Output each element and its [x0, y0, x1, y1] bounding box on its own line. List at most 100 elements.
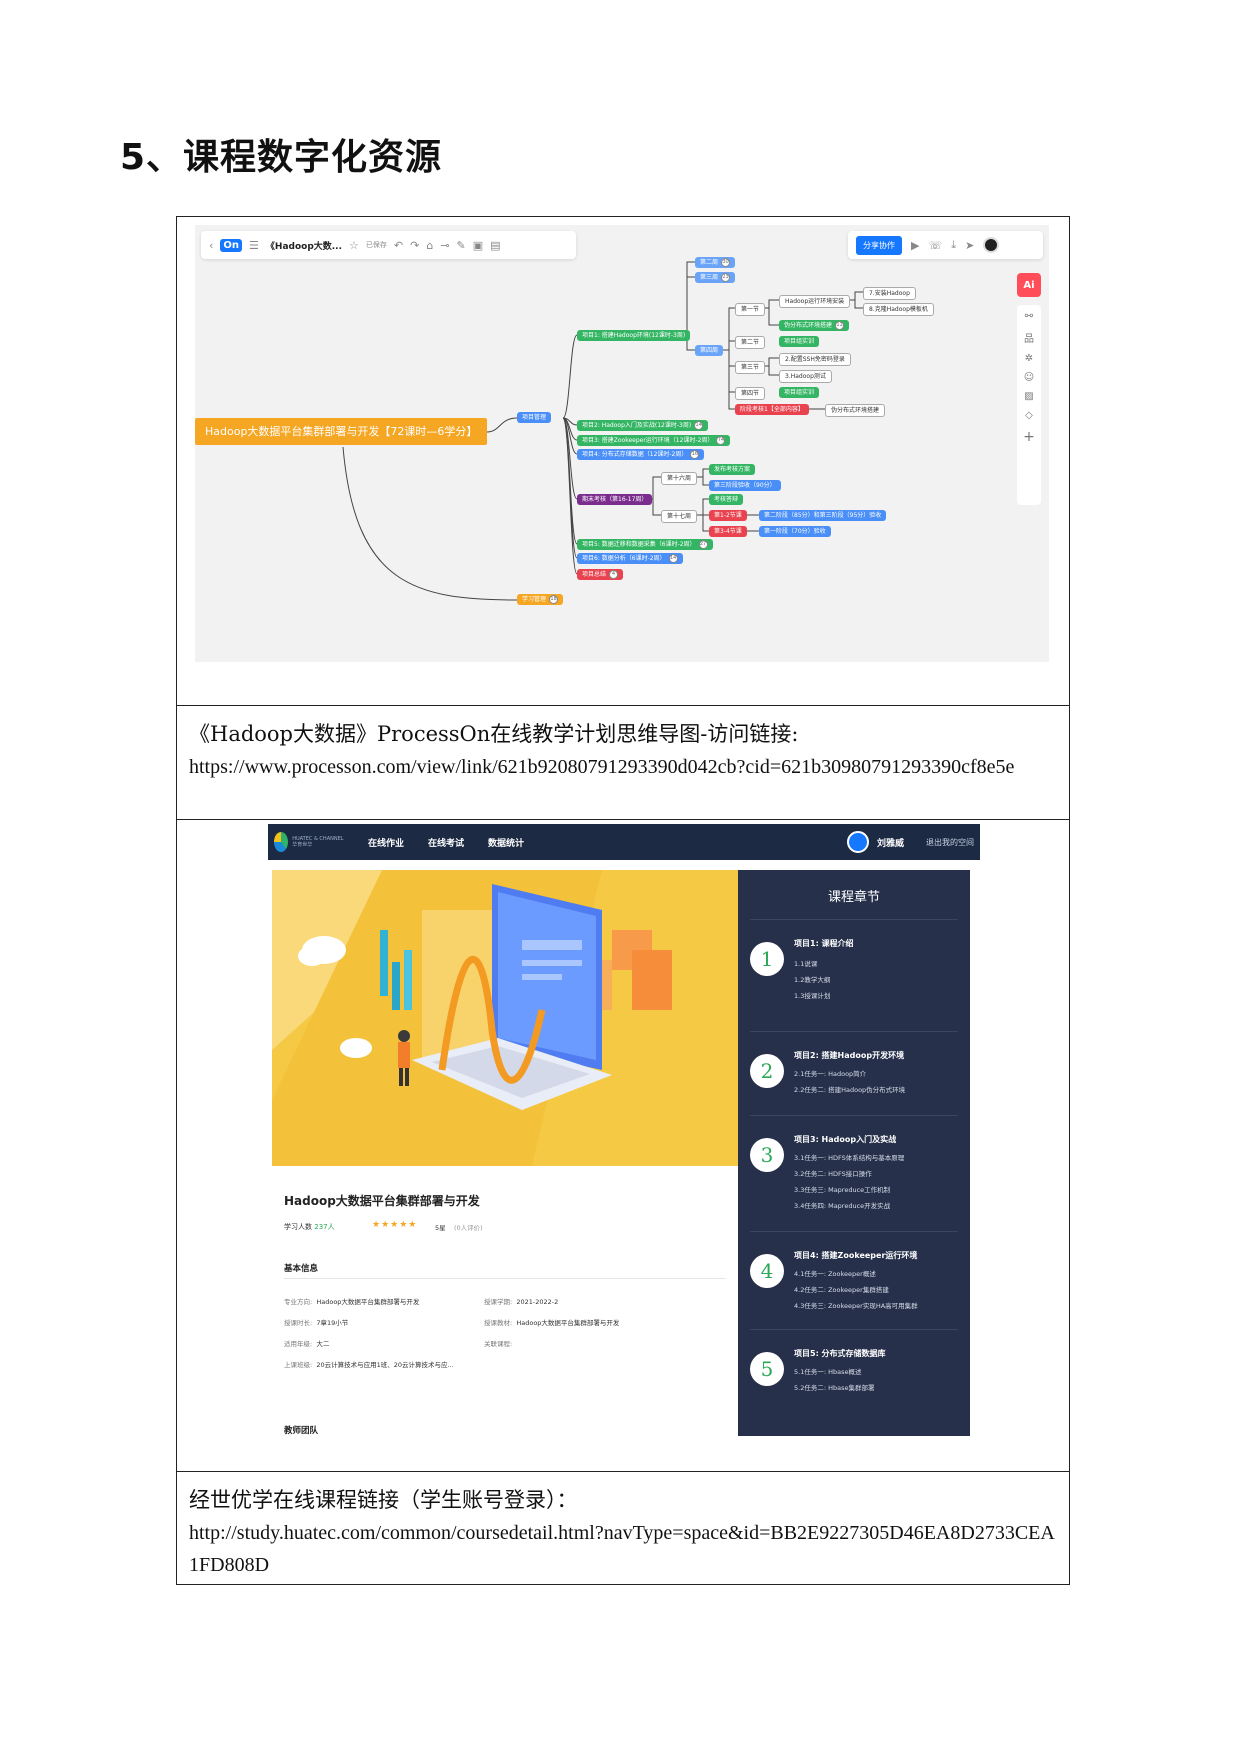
redo-icon[interactable]: ↷: [410, 238, 420, 252]
chapter-title[interactable]: 项目5: 分布式存储数据库: [794, 1349, 886, 1358]
add-icon[interactable]: +: [1023, 429, 1035, 445]
mindmap-image-cell: ‹ On ☰ 《Hadoop大数... ☆ 已保存 ↶ ↷ ⌂ ⊸ ✎ ▣ ▤ …: [177, 217, 1069, 706]
download-icon[interactable]: ⤓: [951, 238, 957, 251]
hierarchy-icon[interactable]: 品: [1024, 334, 1034, 345]
chapter-item[interactable]: 2 项目2: 搭建Hadoop开发环境 2.1任务一: Hadoop简介 2.2…: [750, 1032, 958, 1116]
node-final[interactable]: 期末考核（第16-17周）: [577, 494, 653, 505]
node-study-mgmt-label: 学习管理: [522, 596, 547, 603]
chapter-lesson[interactable]: 4.1任务一: Zookeeper概述: [794, 1270, 876, 1278]
node-train1[interactable]: 项目组实训: [779, 336, 820, 347]
node-stage23[interactable]: 第二阶段（85分）和第三阶段（95分）验收: [759, 510, 887, 521]
node-exam-answer[interactable]: 考核答辩: [709, 494, 744, 505]
chapter-title[interactable]: 项目4: 搭建Zookeeper运行环境: [794, 1251, 918, 1260]
user-avatar[interactable]: [983, 237, 1000, 253]
user-avatar[interactable]: [846, 831, 869, 853]
chapter-item[interactable]: 4 项目4: 搭建Zookeeper运行环境 4.1任务一: Zookeeper…: [750, 1232, 958, 1330]
node-p2[interactable]: 项目2: Hadoop入门及实战(12课时-3周)14: [577, 420, 709, 431]
exit-space-link[interactable]: 退出我的空间: [926, 837, 974, 847]
node-sec3[interactable]: 第三节: [735, 361, 766, 374]
huatec-logo: HUATEC & CHANNEL 华育世华: [274, 832, 344, 852]
chapter-lesson[interactable]: 3.1任务一: HDFS体系结构与基本原理: [794, 1154, 905, 1162]
star-icon[interactable]: ☆: [349, 238, 359, 252]
node-w17[interactable]: 第十七周: [661, 510, 698, 523]
tag-icon[interactable]: ◇: [1025, 410, 1033, 421]
back-icon[interactable]: ‹: [209, 238, 214, 252]
chapter-lesson[interactable]: 2.2任务二: 搭建Hadoop伪分布式环境: [794, 1086, 906, 1094]
node-env-install[interactable]: Hadoop运行环境安装: [779, 295, 851, 308]
node-install-hadoop[interactable]: 7.安装Hadoop: [863, 287, 916, 300]
node-sec4[interactable]: 第四节: [735, 387, 766, 400]
mindmap-root-node[interactable]: Hadoop大数据平台集群部署与开发【72课时—6学分】: [195, 418, 488, 445]
summary-icon[interactable]: ▤: [490, 238, 501, 252]
chapter-item[interactable]: 1 项目1: 课程介绍 1.1说课 1.2教学大纲 1.3授课计划: [750, 920, 958, 1032]
node-p6[interactable]: 项目6: 数据分析（6课时-2周）14: [577, 553, 683, 564]
node-stage3[interactable]: 第三阶段验收（90分）: [709, 480, 781, 491]
node-project-mgmt[interactable]: 项目管理: [517, 412, 552, 423]
node-s34[interactable]: 第3-4节课: [709, 526, 747, 537]
chapter-lesson[interactable]: 5.2任务二: Hbase集群部署: [794, 1384, 875, 1392]
node-p3[interactable]: 项目3: 搭建Zookeeper运行环境（12课时-2周）74: [577, 435, 731, 446]
chapter-lesson[interactable]: 1.2教学大纲: [794, 976, 831, 984]
chapter-lesson[interactable]: 3.2任务二: HDFS接口操作: [794, 1170, 872, 1178]
user-name[interactable]: 刘雅威: [876, 838, 904, 849]
chapter-item[interactable]: 3 项目3: Hadoop入门及实战 3.1任务一: HDFS体系结构与基本原理…: [750, 1116, 958, 1232]
node-rel[interactable]: 发布考核方案: [709, 464, 756, 475]
image-icon[interactable]: ▨: [1024, 391, 1034, 402]
chapter-lesson[interactable]: 2.1任务一: Hadoop简介: [794, 1070, 867, 1078]
ai-button[interactable]: Ai: [1017, 273, 1041, 297]
node-ssh[interactable]: 2.配置SSH免密码登录: [779, 353, 851, 366]
course-link[interactable]: http://study.huatec.com/common/coursedet…: [189, 1522, 1055, 1576]
chapter-title[interactable]: 项目1: 课程介绍: [794, 939, 854, 948]
node-s12[interactable]: 第1-2节课: [709, 510, 747, 521]
chapter-lesson[interactable]: 4.3任务三: Zookeeper实现HA高可用集群: [794, 1302, 918, 1310]
node-test[interactable]: 3.Hadoop测试: [779, 370, 832, 383]
node-week4[interactable]: 第四周: [695, 345, 724, 356]
info-term-value: 2021-2022-2: [516, 1298, 559, 1306]
mindmap-link[interactable]: https://www.processon.com/view/link/621b…: [189, 756, 1015, 778]
share-button[interactable]: 分享协作: [856, 235, 902, 255]
present-icon[interactable]: ▶: [911, 238, 920, 252]
node-exam[interactable]: 阶段考核1【全部内容】: [735, 404, 809, 415]
menu-icon[interactable]: ☰: [249, 238, 259, 252]
format-painter-icon[interactable]: ⌂: [426, 238, 434, 252]
frame-icon[interactable]: ▣: [472, 238, 484, 252]
phone-icon[interactable]: ☏: [928, 238, 943, 252]
nav-online-homework[interactable]: 在线作业: [368, 838, 405, 849]
chapter-lesson[interactable]: 4.2任务二: Zookeeper集群搭建: [794, 1286, 889, 1294]
chapter-title[interactable]: 项目3: Hadoop入门及实战: [794, 1135, 897, 1144]
structure-icon[interactable]: ⚯: [1024, 311, 1034, 322]
undo-icon[interactable]: ↶: [393, 238, 404, 252]
nav-online-exam[interactable]: 在线考试: [428, 838, 465, 849]
node-p4[interactable]: 项目4: 分布式存储数据（12课时-2周）16: [577, 449, 705, 460]
node-p1[interactable]: 项目1: 搭建Hadoop环境(12课时-3周): [577, 330, 691, 341]
chapter-title[interactable]: 项目2: 搭建Hadoop开发环境: [794, 1051, 905, 1060]
connector-icon[interactable]: ⊸: [440, 238, 450, 252]
node-sec1[interactable]: 第一节: [735, 303, 766, 316]
chapter-lesson[interactable]: 5.1任务一: Hbase概述: [794, 1368, 862, 1376]
mindmap-toolbar: ‹ On ☰ 《Hadoop大数... ☆ 已保存 ↶ ↷ ⌂ ⊸ ✎ ▣ ▤: [201, 231, 576, 259]
mindmap-doc-title[interactable]: 《Hadoop大数...: [265, 241, 343, 252]
chapter-lesson[interactable]: 3.4任务四: Mapreduce开发实战: [794, 1202, 891, 1210]
node-clone[interactable]: 8.克隆Hadoop模板机: [863, 303, 934, 316]
send-icon[interactable]: ➤: [965, 238, 975, 252]
nav-data-stats[interactable]: 数据统计: [488, 838, 525, 849]
style-icon[interactable]: ✲: [1024, 353, 1034, 364]
chapter-lesson[interactable]: 1.1说课: [794, 960, 818, 968]
node-pseudo2[interactable]: 伪分布式环境搭建: [825, 404, 886, 417]
node-stage1[interactable]: 第一阶段（70分）验收: [759, 526, 831, 537]
node-train2[interactable]: 项目组实训: [779, 387, 820, 398]
node-w16[interactable]: 第十六周: [661, 472, 698, 485]
mindmap-right-toolbar: 分享协作 ▶ ☏ ⤓ ➤: [848, 231, 1043, 259]
node-sec2[interactable]: 第二节: [735, 336, 766, 349]
node-p5[interactable]: 项目5: 数据迁移和数据采集（6课时-2周）27: [577, 539, 713, 550]
chapter-lesson[interactable]: 3.3任务三: Mapreduce工作机制: [794, 1186, 891, 1194]
emoji-icon[interactable]: ☺: [1023, 372, 1035, 383]
chapter-item[interactable]: 5 项目5: 分布式存储数据库 5.1任务一: Hbase概述 5.2任务二: …: [750, 1330, 958, 1420]
chapter-lesson[interactable]: 1.3授课计划: [794, 992, 831, 1000]
pen-icon[interactable]: ✎: [456, 238, 466, 252]
